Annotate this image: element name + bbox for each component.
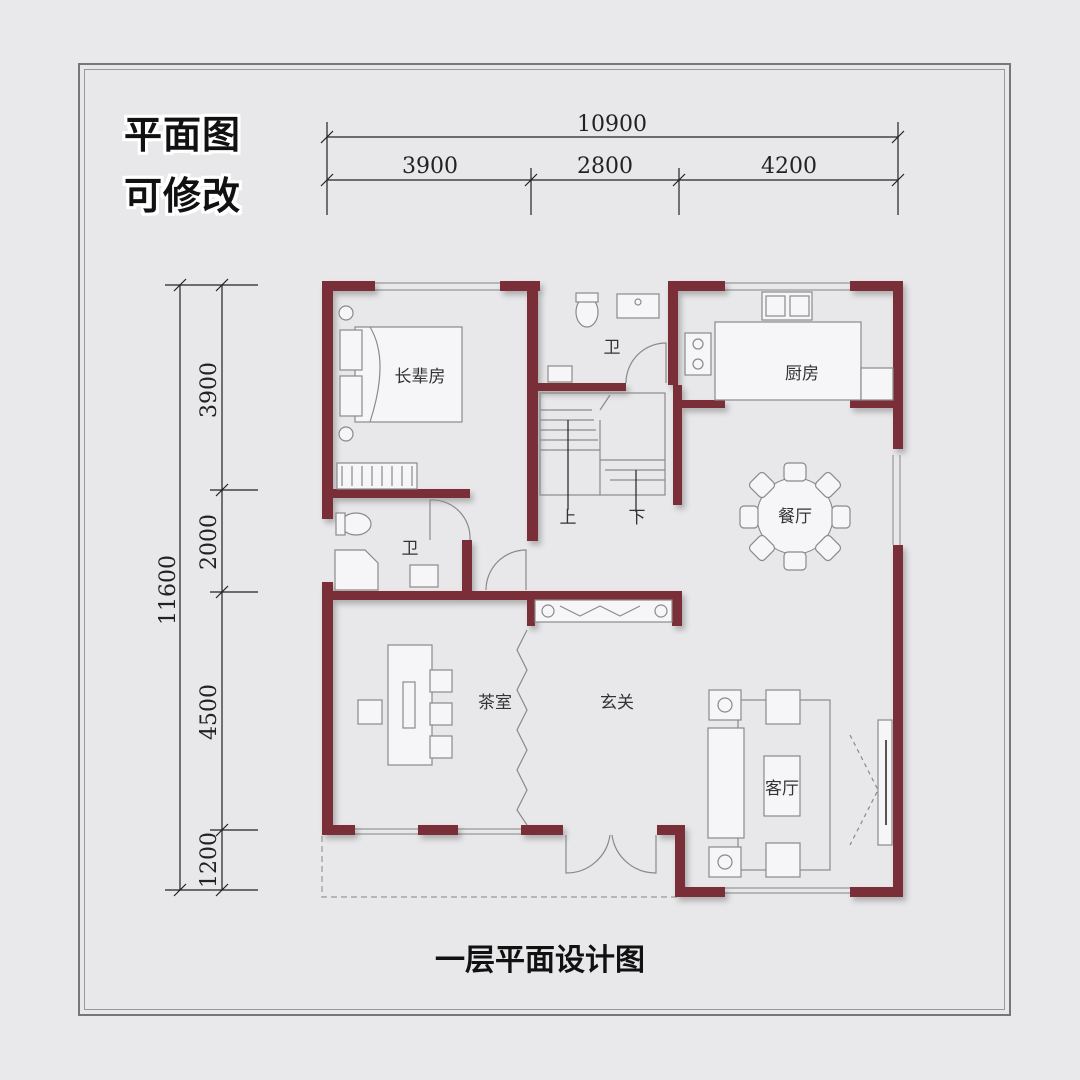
wardrobe	[336, 462, 418, 490]
sink-left	[409, 564, 439, 588]
dim-top-seg-2: 2800	[577, 154, 633, 179]
badge-line-1: 平面图	[124, 113, 242, 157]
badge-line-2: 可修改	[124, 174, 242, 218]
inner-frame	[84, 69, 1005, 1010]
fixtures: 上 下	[334, 291, 894, 878]
staircase	[539, 392, 666, 512]
walls	[322, 281, 903, 897]
label-bathroom-left: 卫	[402, 539, 419, 559]
outer-frame	[78, 63, 1011, 1016]
label-elder-room: 长辈房	[395, 367, 446, 387]
dim-left-seg-4: 1200	[197, 832, 222, 888]
sink-top	[616, 293, 660, 319]
left-dimension: 11600 3900 2000 4500 1200	[156, 278, 258, 897]
dim-top-seg-3: 4200	[761, 154, 817, 179]
bed	[354, 326, 463, 423]
shower	[334, 549, 379, 591]
label-kitchen: 厨房	[785, 364, 819, 384]
top-dimension: 10900 3900 2800 4200	[320, 112, 905, 215]
dim-top-total: 10900	[577, 112, 647, 137]
entry-cabinet	[534, 599, 673, 623]
dim-top-seg-1: 3900	[402, 154, 458, 179]
windows	[355, 282, 901, 894]
sofa	[707, 727, 745, 839]
stair-down-label: 下	[629, 508, 646, 528]
dim-left-seg-3: 4500	[197, 684, 222, 740]
label-bathroom-top: 卫	[604, 338, 621, 358]
label-foyer: 玄关	[600, 693, 634, 713]
label-living: 客厅	[765, 779, 799, 799]
room-labels: 长辈房 卫 厨房 餐厅 卫 茶室 玄关 客厅	[395, 338, 820, 799]
stair-up-label: 上	[560, 508, 577, 528]
dim-left-total: 11600	[156, 555, 181, 625]
dim-left-seg-2: 2000	[197, 514, 222, 570]
coffee-table	[763, 755, 801, 817]
porch-outline	[321, 836, 680, 898]
label-tea-room: 茶室	[478, 693, 512, 713]
label-dining: 餐厅	[778, 507, 812, 527]
dim-left-seg-1: 3900	[197, 362, 222, 418]
plan-caption: 一层平面设计图	[435, 943, 645, 978]
